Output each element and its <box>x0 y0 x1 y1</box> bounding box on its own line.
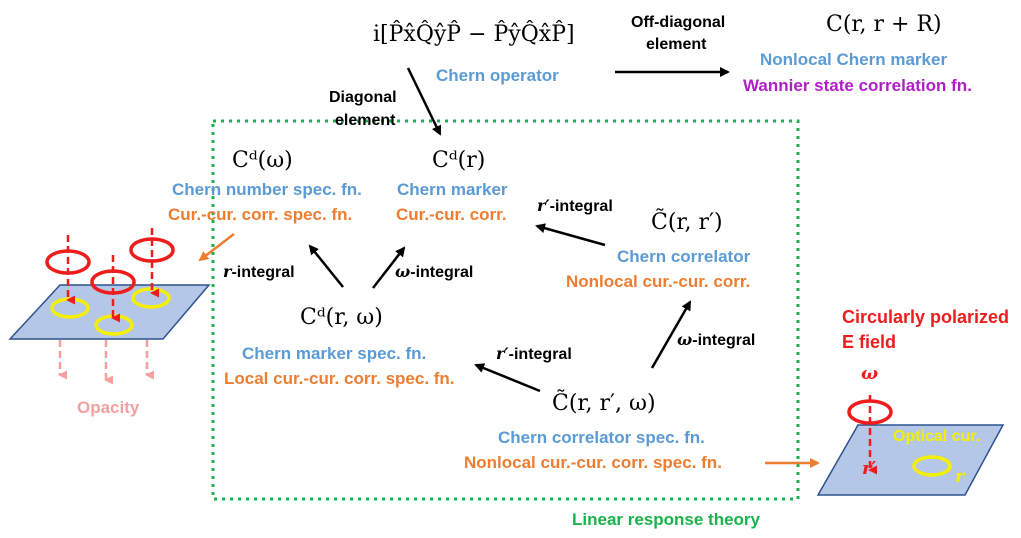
cd-omega-orange: Cur.-cur. corr. spec. fn. <box>168 205 353 224</box>
cd-omega-blue: Chern number spec. fn. <box>172 180 362 199</box>
nonlocal-formula: C(r, r + R) <box>826 12 942 37</box>
circ-pol-label-2: E field <box>842 332 897 352</box>
diag-label-1: Diagonal <box>329 89 397 106</box>
ctilde-rr-omega-orange: Nonlocal cur.-cur. corr. spec. fn. <box>464 453 722 472</box>
r-symbol: r <box>955 466 965 487</box>
optical-current-loop <box>912 455 952 477</box>
omega-integral-text-right: -integral <box>692 332 756 349</box>
rprime-integral-symbol-top: r′ <box>537 196 550 215</box>
cd-r-omega-blue: Chern marker spec. fn. <box>242 344 427 363</box>
linear-response-box <box>211 119 800 501</box>
cd-r-omega-formula: Cᵈ(r, ω) <box>300 305 383 330</box>
diag-arrow <box>406 67 442 136</box>
right-figure <box>816 395 1005 496</box>
rprime-integral-arrow-top <box>535 223 606 247</box>
omega-integral-label-left: ω-integral <box>395 262 474 282</box>
omega-symbol: ω <box>861 363 879 384</box>
rprime-integral-symbol-bottom: r′ <box>496 344 509 363</box>
rprime-integral-label-bottom: r′-integral <box>496 344 572 364</box>
r-integral-label: r-integral <box>223 262 295 282</box>
wannier-label: Wannier state correlation fn. <box>743 76 972 95</box>
right-plane <box>816 424 1005 496</box>
omega-integral-symbol-left: ω <box>395 262 411 281</box>
omega-integral-arrow-right <box>650 300 692 369</box>
rprime-integral-text-bottom: -integral <box>508 346 572 363</box>
cd-r-blue: Chern marker <box>397 180 508 199</box>
rprime-integral-arrow-bottom <box>474 363 541 393</box>
rprime-symbol: r′ <box>862 458 877 479</box>
red-loop-1 <box>45 249 91 275</box>
red-loop-2 <box>90 269 136 295</box>
ctilde-rr-omega-blue: Chern correlator spec. fn. <box>498 428 705 447</box>
chern-operator-formula: i[P̂x̂Q̂ŷP̂ − P̂ŷQ̂x̂P̂] <box>373 22 575 47</box>
ctilde-rr-blue: Chern correlator <box>617 247 751 266</box>
left-plane <box>8 284 211 340</box>
cd-omega-formula: Cᵈ(ω) <box>232 148 293 173</box>
offdiag-label-1: Off-diagonal <box>631 14 726 31</box>
linear-response-label: Linear response theory <box>572 510 761 529</box>
rprime-integral-text-top: -integral <box>549 198 613 215</box>
omega-integral-symbol-right: ω <box>677 330 693 349</box>
ctilde-rr-omega-formula: C̃(r, r′, ω) <box>552 391 656 416</box>
rprime-integral-label-top: r′-integral <box>537 196 613 216</box>
omega-integral-label-right: ω-integral <box>677 330 756 350</box>
chern-operator-label: Chern operator <box>436 66 559 85</box>
offdiag-label-2: element <box>646 36 707 53</box>
ctilde-rr-formula: C̃(r, r′) <box>651 210 723 235</box>
cd-r-formula: Cᵈ(r) <box>432 148 486 173</box>
cd-r-orange: Cur.-cur. corr. <box>396 205 507 224</box>
red-loop-3 <box>129 237 175 263</box>
cd-r-omega-orange: Local cur.-cur. corr. spec. fn. <box>224 369 455 388</box>
diag-label-2: element <box>335 112 396 129</box>
r-integral-arrow <box>308 244 344 288</box>
opacity-label: Opacity <box>77 398 140 417</box>
r-integral-symbol: r <box>223 262 232 281</box>
optical-current-label: Optical cur. <box>893 428 981 445</box>
omega-integral-text-left: -integral <box>410 264 474 281</box>
ctilde-rr-orange: Nonlocal cur.-cur. corr. <box>566 272 751 291</box>
omega-integral-arrow-left <box>372 246 406 289</box>
r-integral-text: -integral <box>231 264 295 281</box>
orange-arrow-left <box>198 233 235 262</box>
efield-loop <box>847 399 893 425</box>
left-figure <box>8 228 211 385</box>
nonlocal-label: Nonlocal Chern marker <box>760 50 948 69</box>
circ-pol-label-1: Circularly polarized <box>842 307 1010 327</box>
